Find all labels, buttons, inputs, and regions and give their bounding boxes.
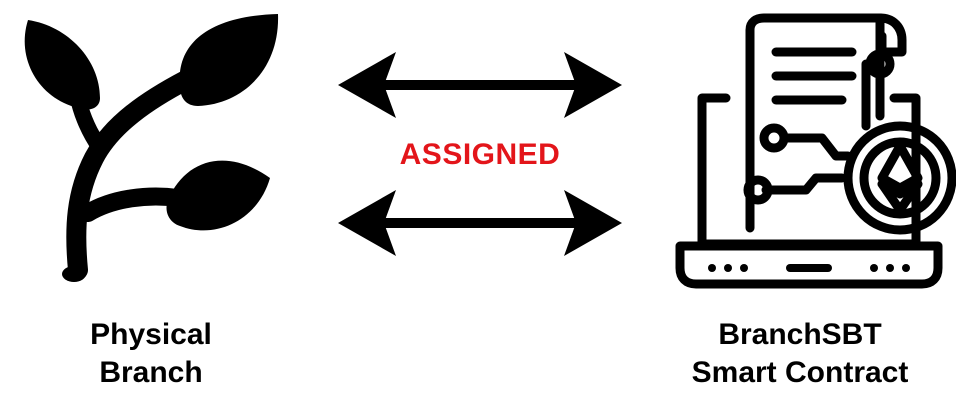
double-arrow-top-icon — [338, 52, 622, 118]
double-arrow-bottom-icon — [338, 190, 622, 256]
physical-branch-label-line1: Physical — [90, 318, 212, 351]
relation: ASSIGNED — [320, 0, 640, 403]
smart-contract-laptop-icon — [666, 6, 956, 296]
branch-leaves-icon — [8, 8, 288, 288]
physical-branch-node: Physical Branch — [0, 0, 320, 403]
smart-contract-label-line1: BranchSBT — [718, 318, 882, 351]
physical-branch-label-line2: Branch — [99, 356, 203, 389]
assigned-label: ASSIGNED — [399, 138, 561, 171]
smart-contract-label-line2: Smart Contract — [691, 356, 909, 389]
smart-contract-node: BranchSBT Smart Contract — [640, 0, 960, 403]
